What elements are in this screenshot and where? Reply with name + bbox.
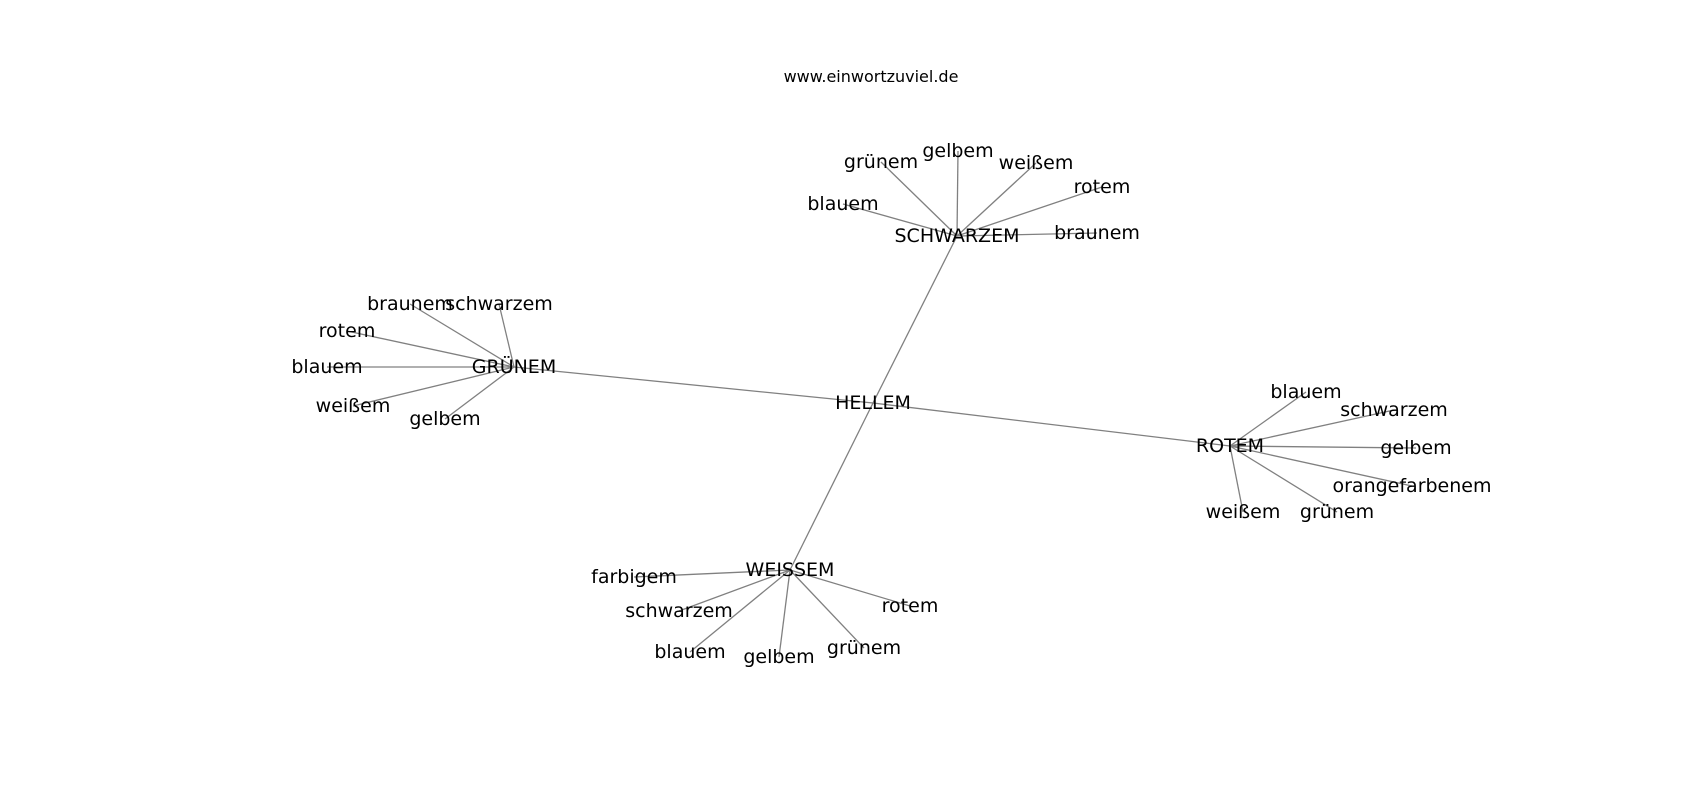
edge-schwarzem-child [842,203,958,237]
child-node-label: grünem [844,151,918,173]
edge-gruenem-child [444,366,515,420]
child-node-label: braunem [1054,222,1140,244]
edges [327,150,1417,658]
edge-rotem-child [1229,391,1307,447]
child-node-label: braunem [367,293,453,315]
child-node-label: weißem [1206,501,1281,523]
child-node-label: schwarzem [1340,399,1448,421]
child-node-label: blauem [1270,381,1341,403]
child-node-label: weißem [999,152,1074,174]
edge-gruenem-child [346,330,515,368]
edge-weissem-child [633,569,791,578]
edge-schwarzem-child [956,232,1098,237]
child-node-label: orangefarbenem [1332,475,1491,497]
edge-center-weissem [789,402,874,571]
child-node-label: blauem [807,193,878,215]
edge-schwarzem-child [956,150,959,237]
child-node-label: weißem [316,395,391,417]
edge-center-rotem [872,402,1231,447]
edge-rotem-child [1229,445,1338,513]
group-node-label-schwarzem: SCHWARZEM [895,225,1020,247]
center-node-label: HELLEM [835,392,911,414]
child-node-label: grünem [827,637,901,659]
child-node-label: gelbem [922,140,993,162]
child-node-label: gelbem [409,408,480,430]
edge-rotem-child [1229,445,1244,513]
edge-weissem-child [778,569,791,658]
edge-rotem-child [1229,409,1395,447]
edge-gruenem-child [409,303,515,368]
edge-center-schwarzem [872,235,958,404]
child-node-label: rotem [319,320,376,342]
edge-gruenem-child [498,303,515,368]
edge-schwarzem-child [956,162,1037,237]
edge-rotem-child [1229,445,1417,449]
child-node-label: schwarzem [625,600,733,622]
edge-weissem-child [789,569,911,607]
edge-gruenem-child [352,366,515,407]
group-node-label-gruenem: GRÜNEM [472,355,556,378]
group-node-label-rotem: ROTEM [1196,435,1264,457]
edge-weissem-child [678,569,791,612]
child-node-label: farbigem [591,566,677,588]
child-node-label: rotem [1074,176,1131,198]
edge-rotem-child [1229,445,1413,487]
edge-schwarzem-child [956,186,1103,237]
edge-schwarzem-child [880,161,958,237]
child-node-label: blauem [654,641,725,663]
edge-center-gruenem [513,366,874,404]
site-url: www.einwortzuviel.de [784,67,959,86]
edge-weissem-child [689,569,791,653]
group-node-label-weissem: WEISSEM [746,559,835,581]
child-node-label: blauem [291,356,362,378]
child-node-label: gelbem [743,646,814,668]
child-node-label: gelbem [1380,437,1451,459]
child-node-label: rotem [882,595,939,617]
child-node-label: schwarzem [445,293,553,315]
edge-weissem-child [789,569,865,649]
child-node-label: grünem [1300,501,1374,523]
